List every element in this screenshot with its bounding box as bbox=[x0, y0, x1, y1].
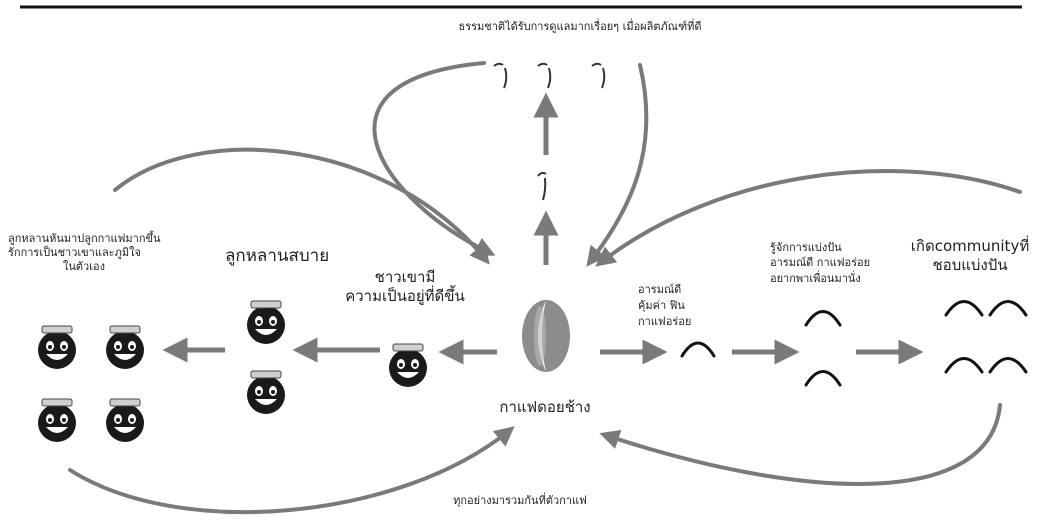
grandchildren-return-text: ลูกหลานหันมาปลูกกาแฟมากขึ้น รักการเป็นชา… bbox=[8, 232, 161, 273]
grandchild-face-icon bbox=[246, 300, 286, 345]
farmer-face-icon bbox=[388, 343, 428, 388]
group-face-icon bbox=[105, 398, 145, 443]
group-face-icon bbox=[37, 398, 77, 443]
learn-sharing-text: รู้จักการแบ่งปัน อารมณ์ดี กาแฟอร่อย อยาก… bbox=[770, 241, 871, 285]
community-text: เกิดcommunityที่ ชอบแบ่งปัน bbox=[910, 237, 1030, 274]
bottom-caption: ทุกอย่างมารวมกันที่ตัวกาแฟ bbox=[453, 494, 587, 507]
grandchildren-comfortable-text: ลูกหลานสบาย bbox=[225, 246, 330, 266]
curved-arrows bbox=[68, 61, 1022, 515]
straight-arrows bbox=[162, 92, 924, 365]
farmers-text: ชาวเขามี ความเป็นอยู่ที่ดีขึ้น bbox=[345, 268, 465, 305]
group-face-icon bbox=[37, 325, 77, 370]
center-label: กาแฟดอยช้าง bbox=[499, 398, 591, 416]
arrow-top-right-to-coffee bbox=[586, 63, 649, 267]
arrow-bottom-left-to-coffee bbox=[68, 426, 515, 515]
group-face-icon bbox=[105, 325, 145, 370]
grandchild-face-icon bbox=[246, 370, 286, 415]
sprout-icon bbox=[493, 62, 606, 201]
arrow-right-to-coffee bbox=[595, 169, 1022, 267]
arrow-bottom-right-to-coffee bbox=[599, 403, 1002, 486]
top-caption: ธรรมชาติได้รับการดูแลมากเรื่อยๆ เมื่อผลิ… bbox=[458, 20, 702, 33]
emotion-value-text: อารมณ์ดี คุ้มค่า ฟิน กาแฟอร่อย bbox=[638, 283, 692, 328]
coffee-bean-icon bbox=[522, 300, 570, 372]
mood-arcs bbox=[680, 300, 1028, 387]
arrow-top-left-to-coffee bbox=[372, 61, 496, 256]
arrow-left-to-coffee bbox=[113, 147, 490, 265]
